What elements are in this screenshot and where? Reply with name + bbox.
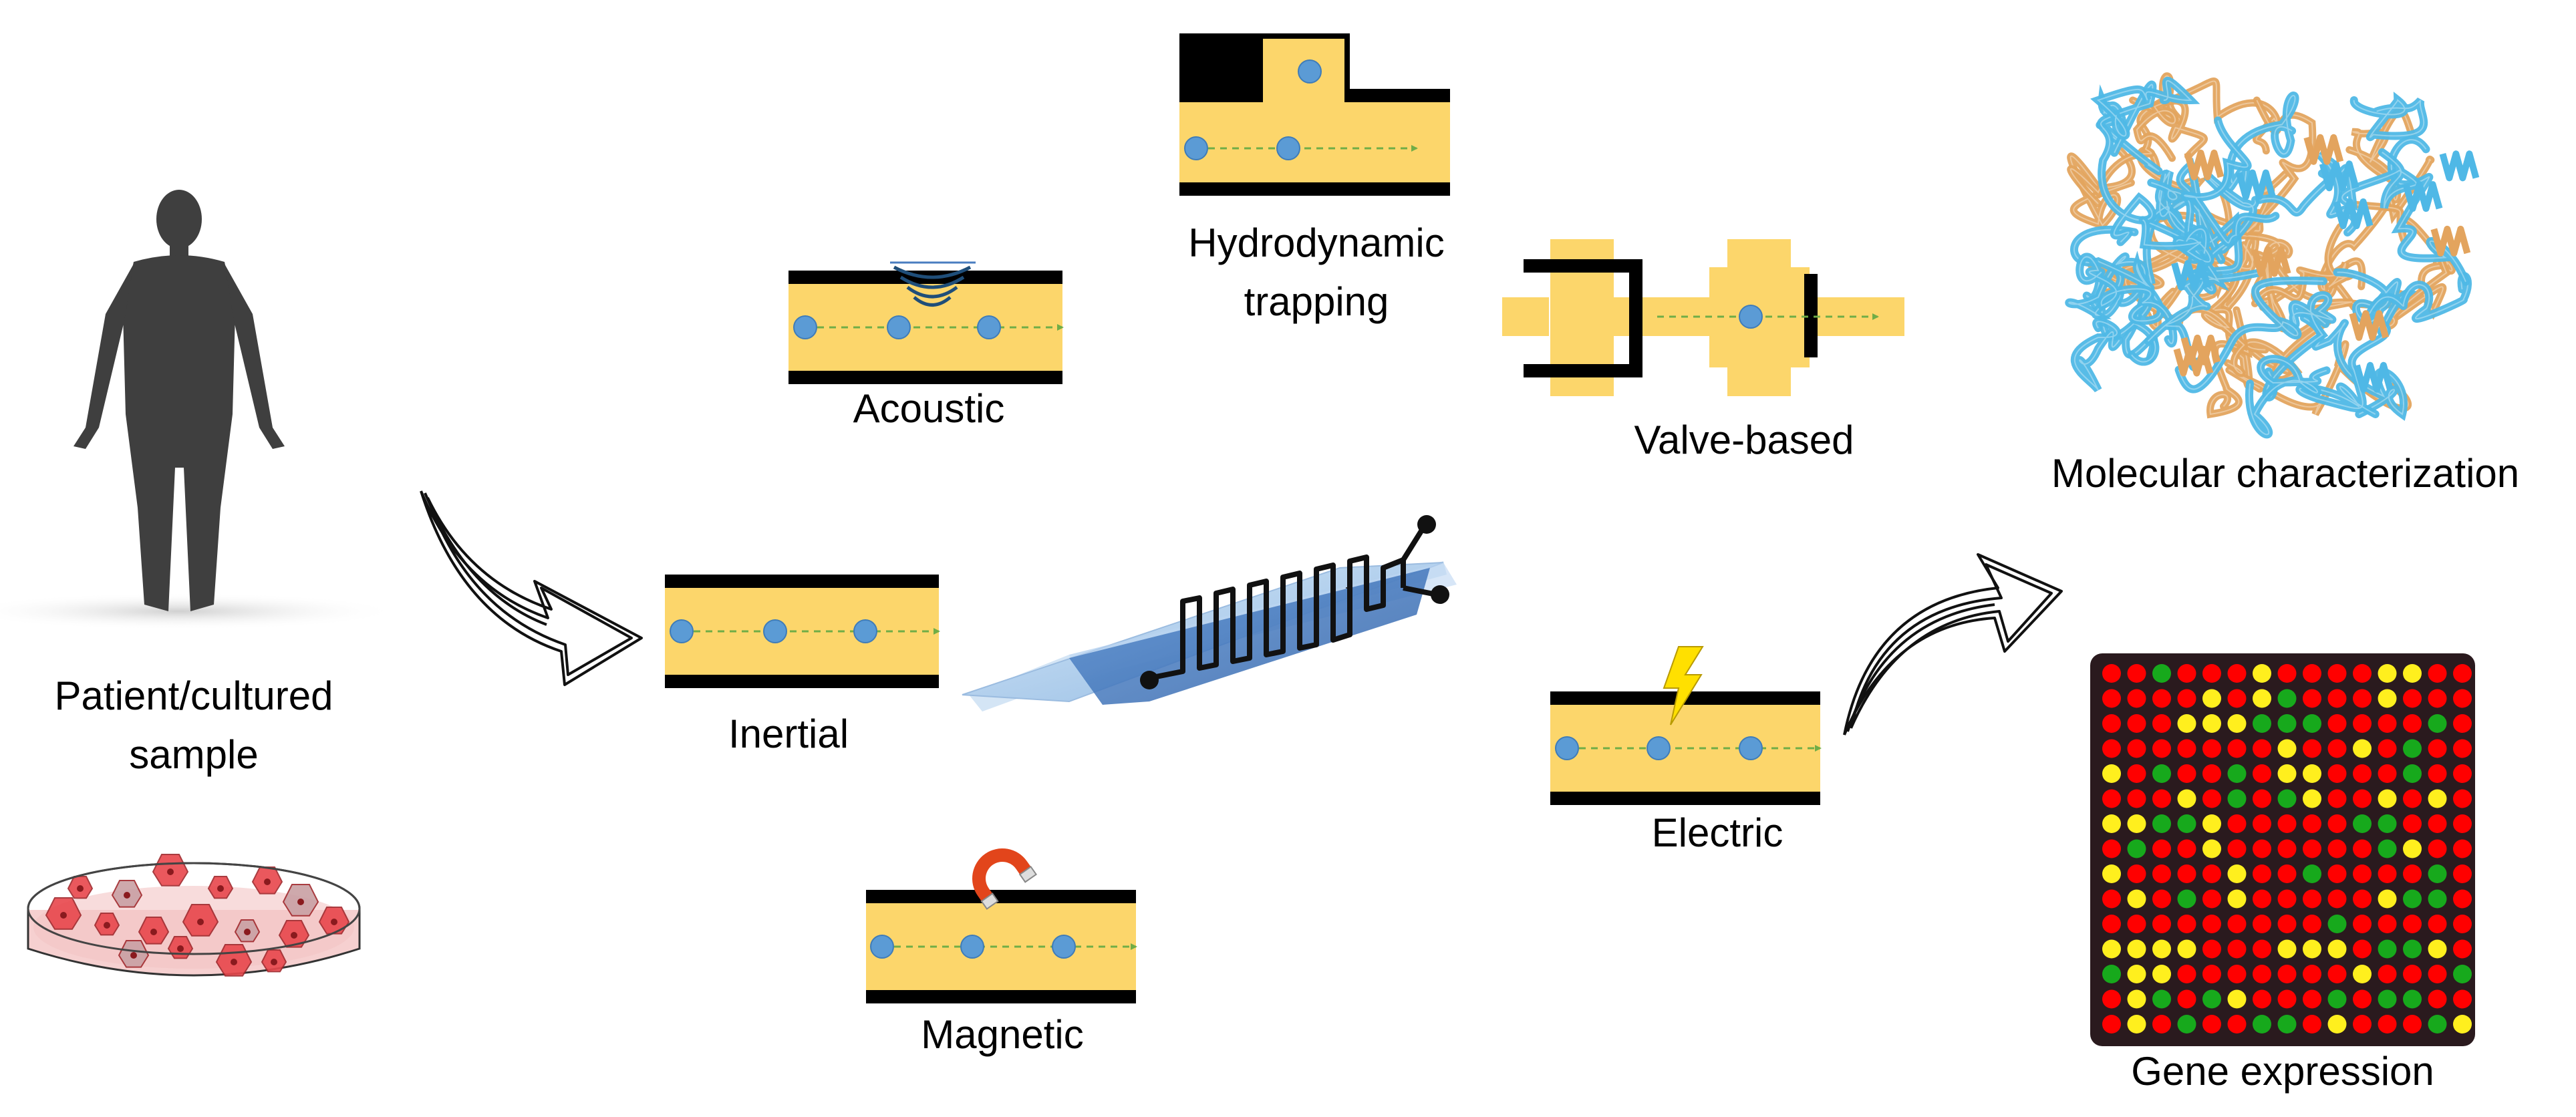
lightning-icon	[1663, 646, 1704, 726]
protein-structure-icon	[2065, 72, 2480, 439]
acoustic-wave-icon	[890, 261, 976, 307]
magnetic-channel	[866, 890, 1137, 1003]
sketch-arrow-icon	[1843, 553, 2063, 736]
sketch-arrow-icon	[420, 490, 643, 686]
petri-dish-icon	[27, 854, 361, 977]
label-patient-line2: sample	[129, 732, 259, 777]
label-gene: Gene expression	[2131, 1049, 2434, 1094]
human-silhouette-icon	[0, 190, 400, 630]
microfluidic-chip-icon	[962, 515, 1457, 711]
label-acoustic: Acoustic	[853, 386, 1005, 431]
label-inertial: Inertial	[728, 711, 849, 756]
label-molecular: Molecular characterization	[2051, 451, 2520, 496]
valve-channel	[1502, 239, 1904, 396]
label-hydrodynamic: Hydrodynamic trapping	[1123, 214, 1510, 331]
inertial-channel	[665, 575, 940, 688]
label-valve: Valve-based	[1634, 418, 1854, 462]
label-patient: Patient/cultured sample	[13, 667, 374, 784]
label-magnetic: Magnetic	[921, 1012, 1084, 1057]
label-hydrodynamic-line1: Hydrodynamic	[1188, 220, 1445, 265]
hydrodynamic-channel	[1179, 33, 1450, 196]
label-patient-line1: Patient/cultured	[54, 673, 333, 718]
label-electric: Electric	[1651, 810, 1783, 855]
magnet-icon	[972, 848, 1038, 910]
microarray-icon	[2090, 653, 2475, 1046]
label-hydrodynamic-line2: trapping	[1244, 279, 1389, 324]
electric-channel	[1550, 691, 1822, 805]
